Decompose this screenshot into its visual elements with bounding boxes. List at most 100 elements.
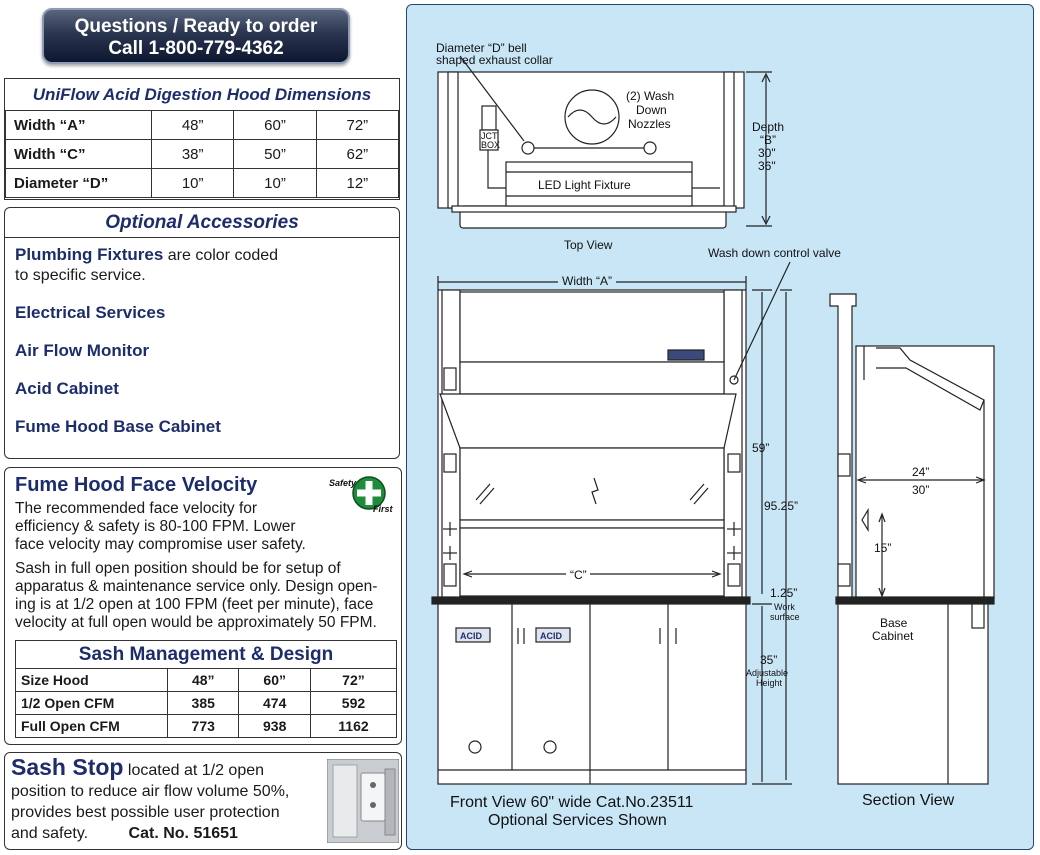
label-adjustable-2: Height [756, 678, 783, 688]
label-depth-30: 30" [758, 146, 776, 160]
sash-table-title: Sash Management & Design [15, 640, 397, 668]
label-depth-36: 36" [758, 159, 776, 173]
sash-stop-text: Sash Stop located at 1/2 open position t… [11, 754, 331, 844]
text-line: position to reduce air flow volume 50%, [11, 783, 290, 800]
label-height-35: 35” [760, 653, 777, 667]
cell: 385 [166, 691, 240, 715]
text-line: face velocity may compromise user safety… [15, 536, 306, 553]
dimensions-table: Width “A” 48” 60” 72” Width “C” 38” 50” … [5, 110, 400, 198]
sash-stop-panel: Sash Stop located at 1/2 open position t… [4, 752, 402, 850]
header-cell: 48” [166, 668, 240, 692]
label-jct-box: JCT [481, 131, 498, 141]
label-height-95: 95.25” [764, 499, 798, 513]
text-line: Sash in full open position should be for… [15, 560, 341, 577]
text-line: apparatus & maintenance service only. De… [15, 578, 378, 595]
text-line: velocity at full open would be approxima… [15, 614, 377, 631]
sash-management-table: Size Hood 48” 60” 72” 1/2 Open CFM 385 4… [15, 668, 398, 738]
sash-management-table-wrap: Sash Management & Design Size Hood 48” 6… [15, 640, 398, 738]
text-line: and safety. [11, 825, 89, 842]
section-view-drawing [829, 293, 995, 785]
badge-safety-text: Safety [329, 478, 357, 488]
label-section-view: Section View [862, 792, 955, 809]
cell: 72” [315, 110, 400, 140]
label-height-15: 15” [874, 541, 891, 555]
badge-first-text: First [373, 504, 394, 514]
label-jct-box-2: BOX [481, 140, 500, 150]
header-cell: 72” [309, 668, 398, 692]
cta-phone: Call 1-800-779-4362 [108, 38, 284, 59]
face-velocity-paragraph-1: The recommended face velocity for effici… [15, 500, 306, 554]
cell: 938 [238, 714, 311, 738]
cell: 12” [315, 168, 400, 198]
cell: 773 [166, 714, 240, 738]
cell: 62” [315, 139, 400, 169]
sash-stop-title: Sash Stop [11, 754, 124, 780]
label-width-c: “C” [570, 568, 587, 582]
acid-cabinet-badge-2: ACID [540, 631, 562, 641]
table-row: 1/2 Open CFM 385 474 592 [15, 691, 398, 715]
label-depth-24: 24” [912, 465, 929, 479]
label-wash-nozzles: (2) Wash [626, 89, 674, 103]
label-led-fixture: LED Light Fixture [538, 178, 631, 192]
text-line: efficiency & safety is 80-100 FPM. Lower [15, 518, 296, 535]
cell: 10” [150, 168, 235, 198]
call-to-order-banner[interactable]: Questions / Ready to order Call 1-800-77… [42, 8, 350, 64]
label-height-59: 59” [752, 441, 769, 455]
label-bell-collar: Diameter “D” bell [436, 41, 527, 55]
table-row: Width “A” 48” 60” 72” [5, 110, 400, 140]
accessory-base-cabinet: Fume Hood Base Cabinet [15, 417, 221, 436]
label-work-surface: Work [774, 602, 795, 612]
label-control-valve: Wash down control valve [708, 246, 841, 260]
accessories-title: Optional Accessories [5, 208, 399, 238]
cell: 60” [233, 110, 317, 140]
cta-line-1: Questions / Ready to order [74, 16, 318, 37]
header-cell: 60” [238, 668, 311, 692]
table-row: Size Hood 48” 60” 72” [15, 668, 398, 692]
sash-stop-photo [327, 759, 399, 843]
plumbing-label: Plumbing Fixtures [15, 245, 164, 264]
label-front-view-2: Optional Services Shown [488, 812, 667, 829]
cell: 1162 [309, 714, 398, 738]
face-velocity-paragraph-2: Sash in full open position should be for… [15, 560, 377, 632]
table-row: Diameter “D” 10” 10” 12” [5, 168, 400, 198]
label-depth-b: “B” [760, 133, 776, 147]
text-line: The recommended face velocity for [15, 500, 258, 517]
label-height-1-25: 1.25” [770, 586, 797, 600]
dimensions-panel: UniFlow Acid Digestion Hood Dimensions W… [4, 78, 400, 200]
row-label: Full Open CFM [15, 714, 168, 738]
face-velocity-panel: Fume Hood Face Velocity Safety First The… [4, 467, 402, 745]
sash-stop-catalog-number: Cat. No. 51651 [128, 825, 238, 842]
cell: 48” [150, 110, 235, 140]
label-top-view: Top View [564, 238, 613, 252]
row-label: 1/2 Open CFM [15, 691, 168, 715]
header-cell: Size Hood [15, 668, 168, 692]
label-width-a: Width “A” [562, 274, 612, 288]
label-base-cabinet: Base [880, 616, 908, 630]
text-line: located at 1/2 open [123, 762, 265, 779]
label-depth: Depth [752, 120, 784, 134]
face-velocity-title: Fume Hood Face Velocity [15, 474, 258, 496]
label-adjustable: Adjustable [746, 668, 788, 678]
text-line: provides best possible user protection [11, 804, 280, 821]
accessory-acid-cabinet: Acid Cabinet [15, 379, 119, 398]
dimensions-title: UniFlow Acid Digestion Hood Dimensions [5, 79, 399, 111]
label-depth-30-section: 30” [912, 483, 929, 497]
acid-cabinet-badge: ACID [460, 631, 482, 641]
label-front-view: Front View 60" wide Cat.No.23511 [450, 794, 694, 811]
label-wash-nozzles-3: Nozzles [628, 117, 671, 131]
accessory-airflow: Air Flow Monitor [15, 341, 150, 360]
plumbing-note: are color coded [163, 247, 279, 264]
label-bell-collar-2: shaped exhaust collar [436, 53, 553, 67]
accessories-panel: Optional Accessories Plumbing Fixtures a… [4, 207, 400, 459]
row-label: Diameter “D” [5, 168, 152, 198]
text-line: ing is at 1/2 open at 100 FPM (feet per … [15, 596, 374, 613]
safety-first-icon: Safety First [329, 476, 394, 514]
label-wash-nozzles-2: Down [636, 103, 667, 117]
accessory-electrical: Electrical Services [15, 303, 166, 322]
cell: 592 [309, 691, 398, 715]
table-row: Full Open CFM 773 938 1162 [15, 714, 398, 738]
front-view-drawing [431, 261, 792, 785]
plumbing-note-2: to specific service. [15, 267, 146, 284]
accessory-plumbing: Plumbing Fixtures are color coded to spe… [15, 245, 278, 285]
